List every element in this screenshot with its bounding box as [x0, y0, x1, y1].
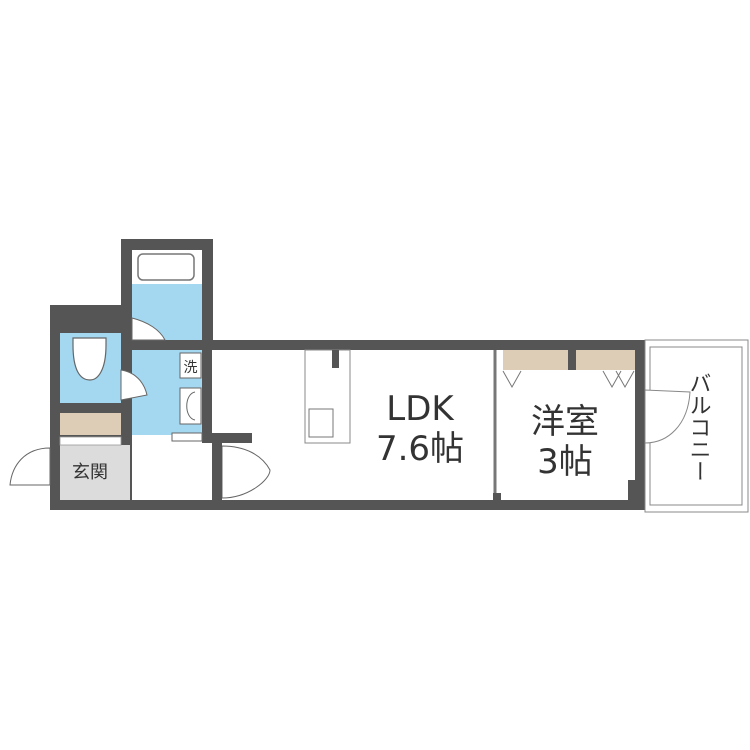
western-room-label: 洋室: [531, 402, 599, 442]
balcony-label: バルコニー: [686, 372, 711, 482]
washroom-label: 洗: [184, 360, 198, 376]
ldk-door[interactable]: [221, 445, 271, 499]
ldk-size: 7.6帖: [376, 429, 464, 469]
bathtub-icon: [137, 253, 195, 281]
ldk-label: LDK: [386, 389, 455, 429]
bathtub: [132, 250, 202, 284]
balcony-door[interactable]: [644, 389, 691, 444]
entrance-floor: [60, 445, 130, 500]
front-door[interactable]: [9, 447, 51, 486]
shoe-closet: [60, 413, 121, 435]
bath-door[interactable]: [131, 317, 166, 341]
sink-icon: [179, 387, 202, 425]
entrance-label: 玄関: [72, 462, 108, 483]
closet-doors[interactable]: [502, 370, 635, 389]
balcony: [644, 339, 749, 513]
toilet-icon: [72, 337, 107, 381]
stove-icon: [308, 408, 334, 438]
washing-machine-space: [179, 352, 202, 379]
toilet-door[interactable]: [120, 369, 148, 401]
western-room-size: 3帖: [537, 442, 593, 482]
